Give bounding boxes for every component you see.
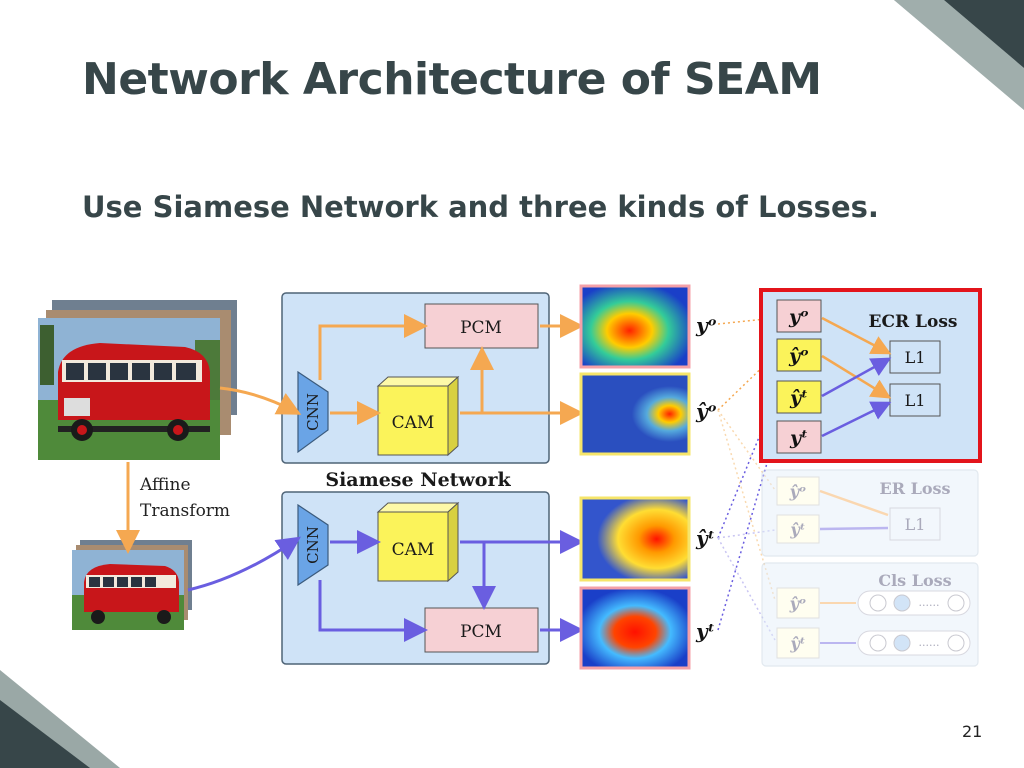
er-loss-panel bbox=[761, 469, 979, 557]
bottom-left-decoration bbox=[0, 670, 120, 768]
input-image-transformed bbox=[72, 540, 192, 630]
ecr-y-o: yᵒ bbox=[788, 306, 809, 328]
cls-loss-label: Cls Loss bbox=[878, 571, 951, 590]
heatmap-yhat-t bbox=[579, 496, 691, 582]
cls-loss-panel bbox=[761, 562, 979, 667]
ecr-box-y-t bbox=[776, 420, 822, 454]
cls-dots-1: ...... bbox=[919, 596, 940, 609]
cnn-top-label: CNN bbox=[304, 393, 322, 431]
pcm-bottom bbox=[424, 607, 539, 653]
er-loss-label: ER Loss bbox=[880, 479, 951, 498]
transform-label: Transform bbox=[140, 501, 230, 521]
pcm-top bbox=[424, 303, 539, 349]
heatmap-y-t bbox=[579, 586, 691, 670]
input-image-original bbox=[38, 300, 237, 460]
symbol-y-o: yᵒ bbox=[695, 313, 717, 337]
symbol-yhat-t: ŷᵗ bbox=[695, 526, 715, 550]
cam-bottom bbox=[376, 501, 460, 583]
symbol-y-t: yᵗ bbox=[695, 619, 715, 643]
affine-label: Affine bbox=[139, 475, 191, 495]
pcm-top-label: PCM bbox=[460, 318, 502, 338]
cls-yhat-t: ŷᵗ bbox=[789, 634, 805, 653]
ecr-loss-label: ECR Loss bbox=[869, 312, 958, 332]
cam-top bbox=[376, 375, 460, 457]
ecr-box-yhat-o bbox=[776, 338, 822, 372]
er-yhat-t: ŷᵗ bbox=[789, 520, 805, 539]
ecr-y-t: yᵗ bbox=[789, 427, 808, 449]
page-number: 21 bbox=[962, 722, 983, 741]
ecr-yhat-t: ŷᵗ bbox=[789, 387, 808, 409]
slide-title: Network Architecture of SEAM bbox=[82, 54, 822, 105]
ecr-box-yhat-t bbox=[776, 380, 822, 414]
ecr-l1-top-label: L1 bbox=[905, 348, 926, 367]
cnn-bottom-label: CNN bbox=[304, 526, 322, 564]
cls-dots-2: ...... bbox=[919, 636, 940, 649]
ecr-box-y-o bbox=[776, 299, 822, 333]
er-yhat-o: ŷᵒ bbox=[789, 482, 807, 501]
ecr-l1-top bbox=[889, 340, 941, 374]
ecr-yhat-o: ŷᵒ bbox=[788, 345, 809, 367]
pcm-bottom-label: PCM bbox=[460, 622, 502, 642]
cnn-top bbox=[297, 370, 329, 454]
heatmap-y-o bbox=[579, 284, 691, 369]
ecr-l1-bottom-label: L1 bbox=[905, 391, 926, 410]
top-right-decoration bbox=[894, 0, 1024, 110]
slide-subtitle: Use Siamese Network and three kinds of L… bbox=[82, 190, 879, 224]
ecr-l1-bottom bbox=[889, 383, 941, 417]
cam-top-label: CAM bbox=[392, 413, 435, 433]
heatmap-yhat-o bbox=[579, 372, 691, 456]
er-l1-label: L1 bbox=[905, 515, 926, 534]
cam-bottom-label: CAM bbox=[392, 540, 435, 560]
cls-yhat-o: ŷᵒ bbox=[789, 594, 807, 613]
siamese-network-label: Siamese Network bbox=[325, 469, 511, 491]
symbol-yhat-o: ŷᵒ bbox=[695, 399, 717, 423]
